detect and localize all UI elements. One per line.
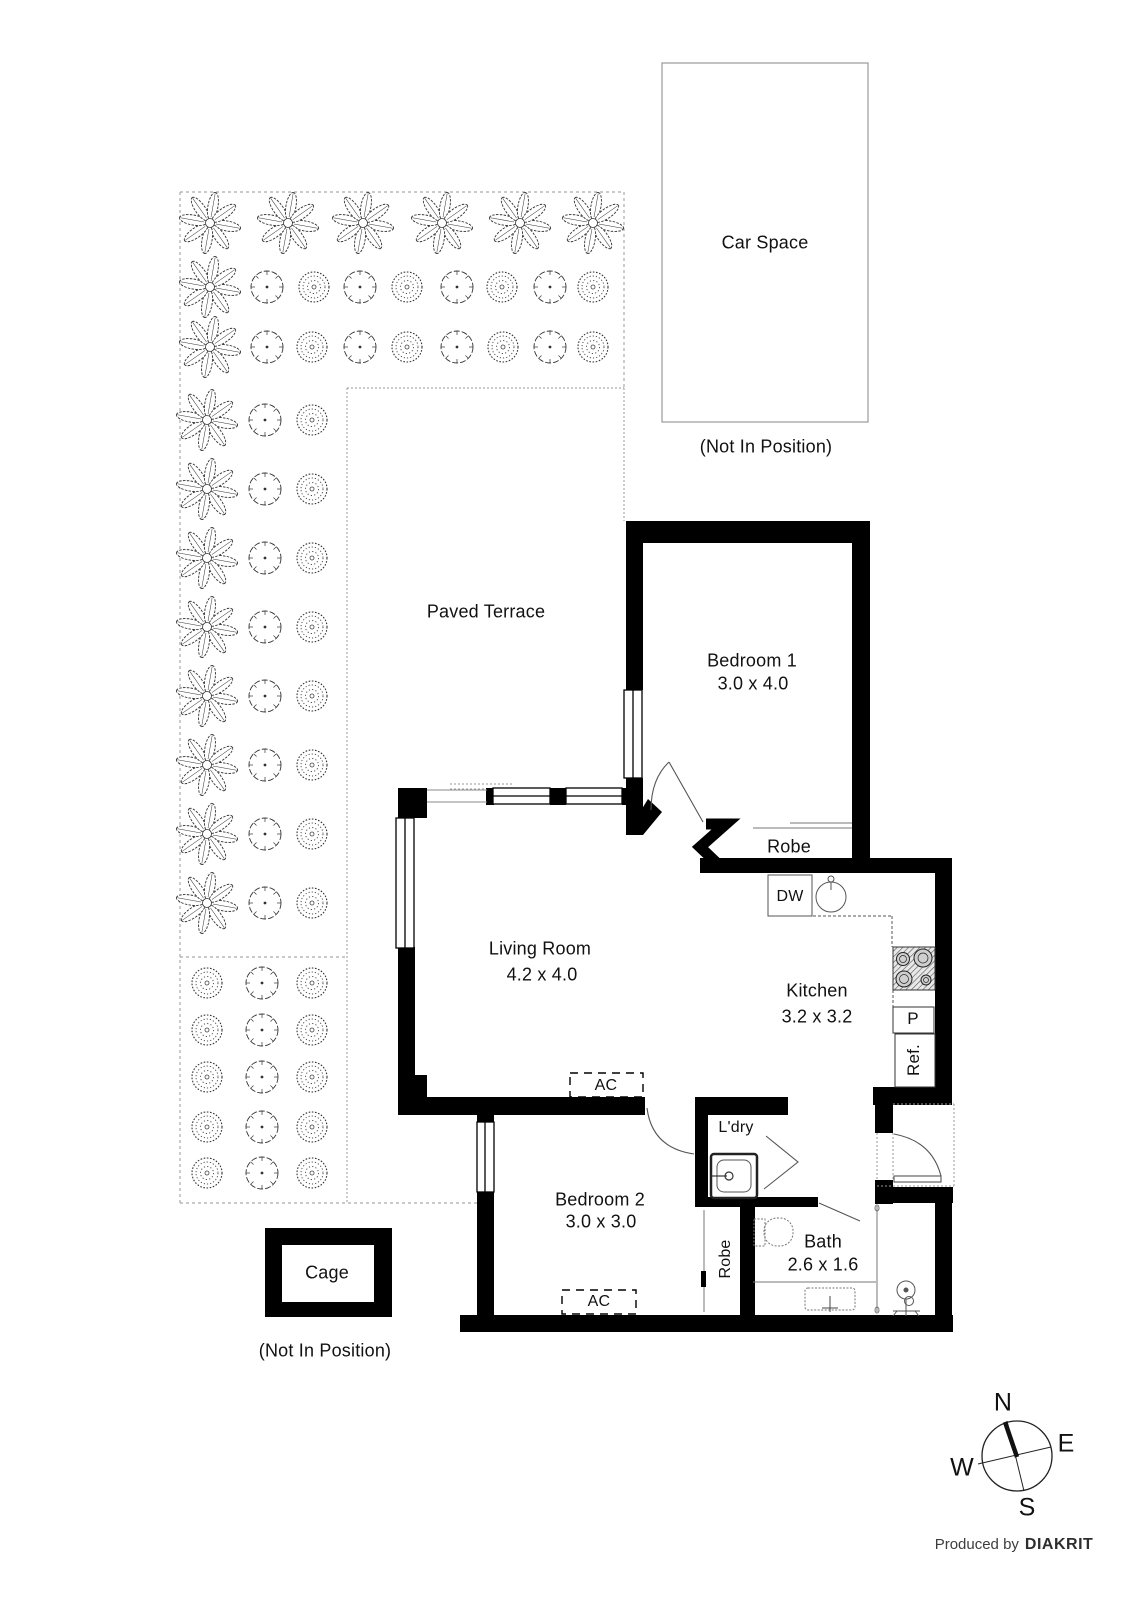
bedroom1-name: Bedroom 1 <box>707 650 797 671</box>
robe1-shelf <box>753 822 852 829</box>
produced-by-text: Produced by <box>934 1536 1019 1553</box>
kitchen-counter <box>767 874 936 1088</box>
windows <box>395 689 643 1193</box>
laundry-tub-icon <box>709 1152 759 1200</box>
pantry-label: P <box>907 1009 919 1028</box>
kitchen-zigzag-wall <box>691 818 741 872</box>
bath-fixtures <box>753 1204 920 1317</box>
toilet-tank-icon <box>753 1218 766 1247</box>
cage-note: (Not In Position) <box>258 1340 392 1361</box>
bedroom1-door <box>650 761 704 823</box>
footer-credit: Produced by DIAKRIT <box>935 1536 1094 1554</box>
ac-unit-bedroom2 <box>561 1289 637 1315</box>
entry-door-leaf <box>893 1175 942 1183</box>
living-room-dims: 4.2 x 4.0 <box>506 964 578 985</box>
garden-boundary <box>179 191 625 1204</box>
ac-living-label: AC <box>594 1077 618 1094</box>
laundry-label: L'dry <box>718 1119 754 1136</box>
kitchen-name: Kitchen <box>786 980 848 1001</box>
fridge-box <box>894 1033 936 1088</box>
bedroom2-name: Bedroom 2 <box>555 1189 645 1210</box>
living-room-name: Living Room <box>488 938 592 959</box>
bedroom2-dims: 3.0 x 3.0 <box>565 1211 637 1232</box>
compass-east-label: E <box>1057 1429 1075 1458</box>
brand-name: DIAKRIT <box>1024 1536 1094 1553</box>
kitchen-dims: 3.2 x 3.2 <box>781 1006 853 1027</box>
robe1-label: Robe <box>767 836 811 857</box>
stove-icon <box>892 946 936 991</box>
cage-outline <box>265 1228 392 1317</box>
shower-head-icon <box>892 1280 920 1317</box>
compass-north-label: N <box>993 1388 1013 1417</box>
bedroom2-door <box>646 1107 695 1155</box>
ac-unit-living <box>569 1072 644 1098</box>
top-low-wall <box>427 789 487 803</box>
robe2-track <box>701 1271 706 1287</box>
car-space-outline <box>661 62 869 423</box>
compass-south-label: S <box>1018 1493 1036 1522</box>
paved-terrace-label: Paved Terrace <box>426 601 546 622</box>
compass-west-label: W <box>950 1453 974 1482</box>
car-space-label: Car Space <box>721 232 809 253</box>
bath-dims: 2.6 x 1.6 <box>787 1254 859 1275</box>
pantry-box <box>892 1006 935 1034</box>
laundry-bifold-door <box>763 1135 799 1190</box>
robe-shelves <box>703 822 852 1312</box>
compass-icon <box>977 1420 1053 1492</box>
robe2-label: Robe <box>717 1239 734 1279</box>
bath-name: Bath <box>804 1231 842 1252</box>
ac-bedroom2-label: AC <box>587 1293 611 1310</box>
car-space-note: (Not In Position) <box>699 436 833 457</box>
doors <box>646 761 942 1222</box>
toilet-bowl-icon <box>763 1217 794 1247</box>
bath-door <box>818 1202 861 1222</box>
bedroom1-dims: 3.0 x 4.0 <box>717 673 789 694</box>
walls <box>398 521 953 1332</box>
dishwasher-label: DW <box>776 888 804 905</box>
fridge-label: Ref. <box>904 1044 923 1076</box>
vanity-tap-icon <box>822 1296 838 1312</box>
cage-label: Cage <box>305 1262 349 1283</box>
entry-niche-lines <box>876 1103 955 1187</box>
entry-door-arc <box>893 1133 942 1177</box>
